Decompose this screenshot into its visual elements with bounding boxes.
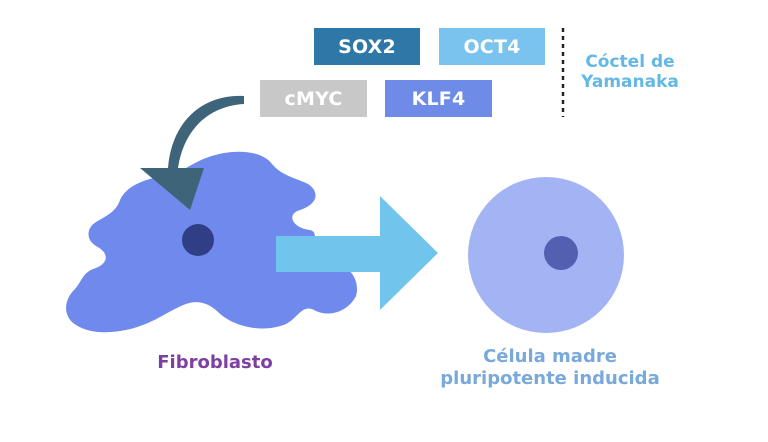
cocktail-title-line1: Cóctel de (585, 52, 675, 72)
fibroblast-nucleus (182, 224, 214, 256)
cocktail-title: Cóctel de Yamanaka (570, 52, 690, 92)
factor-sox2: SOX2 (314, 28, 420, 65)
fibroblast-label: Fibroblasto (157, 352, 273, 373)
stem-cell-label-line1: Célula madre (483, 346, 617, 367)
transformation-arrow-icon (276, 196, 438, 310)
factor-cmyc: cMYC (260, 80, 367, 117)
stem-cell-label-line2: pluripotente inducida (440, 368, 660, 389)
factor-oct4: OCT4 (439, 28, 545, 65)
stem-cell-nucleus (544, 236, 578, 270)
factor-klf4: KLF4 (385, 80, 492, 117)
cocktail-title-line2: Yamanaka (581, 72, 679, 92)
curved-arrow-head-icon (140, 168, 204, 210)
stem-cell-label: Célula madre pluripotente inducida (420, 346, 680, 390)
curved-arrow-icon (168, 95, 244, 168)
